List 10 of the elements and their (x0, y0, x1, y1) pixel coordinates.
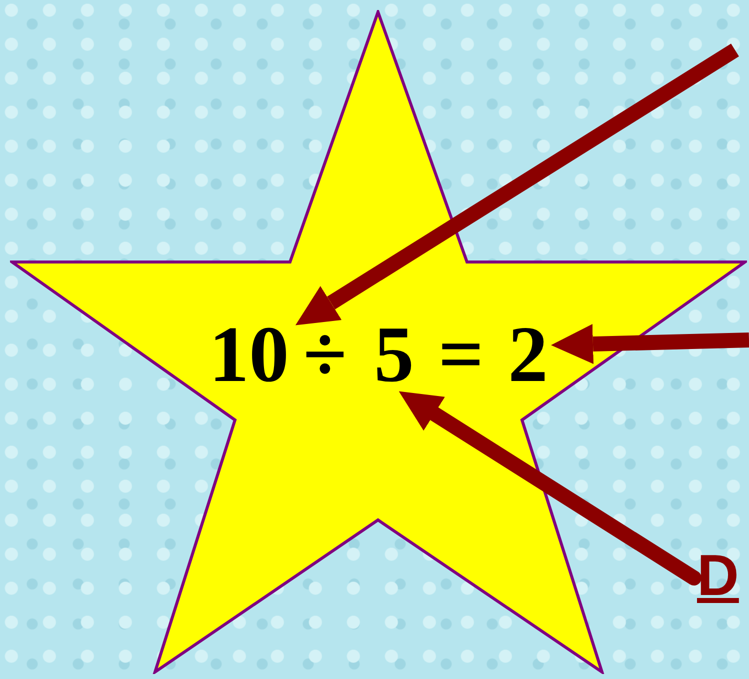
equation-term: 5 (370, 322, 418, 388)
arrow (551, 324, 749, 364)
arrow (398, 391, 702, 586)
equation-term: ÷ (292, 322, 358, 388)
equation-term: 2 (505, 322, 551, 388)
label-text: D (697, 545, 749, 611)
arrow (295, 44, 739, 326)
star-shape (10, 10, 747, 674)
equation-term: 10 (206, 322, 292, 388)
equation-term: = (430, 322, 492, 388)
